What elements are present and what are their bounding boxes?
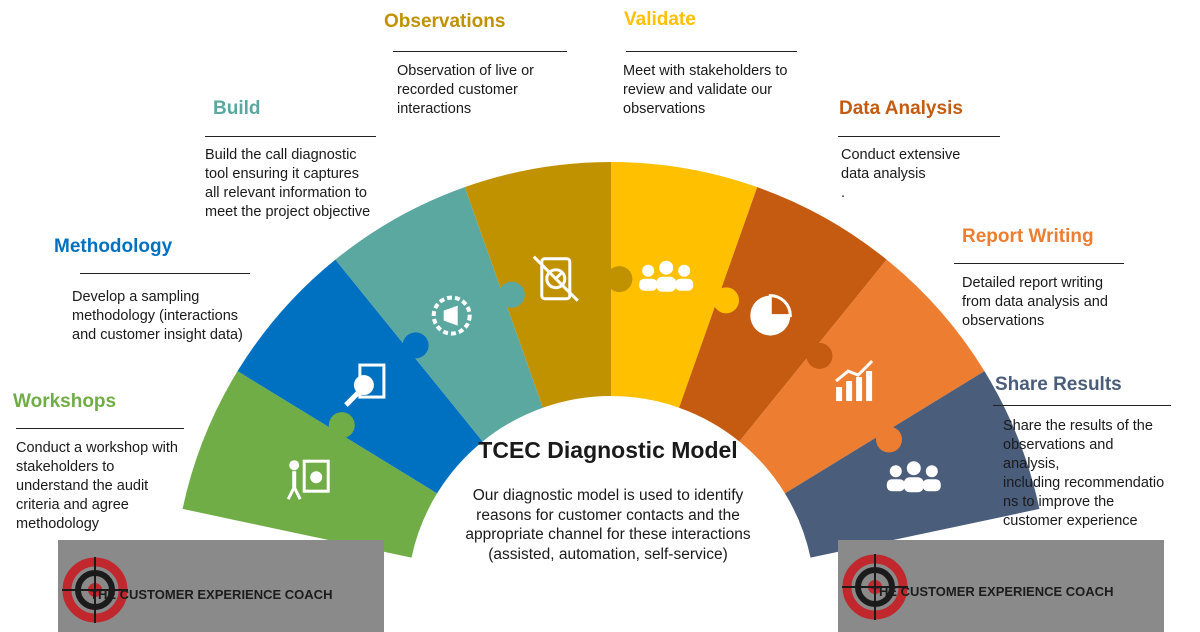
brand-logo-right: [842, 554, 908, 620]
people-icon: [886, 461, 941, 493]
step-title-methodology: Methodology: [54, 236, 173, 257]
puzzle-tab-observations: [606, 266, 633, 293]
step-rule-observations: [393, 51, 567, 52]
puzzle-tab-methodology: [402, 332, 429, 359]
puzzle-tab-build: [498, 281, 525, 308]
step-title-workshops: Workshops: [13, 391, 117, 412]
puzzle-piece-observations: [464, 162, 611, 408]
document-search-icon: [344, 363, 386, 407]
center-description: Our diagnostic model is used to identify…: [465, 487, 751, 563]
step-title-share-results: Share Results: [995, 374, 1122, 395]
brand-label-left: THE CUSTOMER EXPERIENCE COACH: [90, 587, 333, 602]
pie-chart-icon: [750, 294, 792, 336]
bar-chart-trend-icon: [835, 359, 874, 402]
step-rule-workshops: [16, 428, 184, 429]
step-desc-workshops: Conduct a workshop with stakeholders to …: [16, 440, 178, 532]
step-title-data-analysis: Data Analysis: [839, 98, 963, 119]
step-title-observations: Observations: [384, 11, 506, 32]
tablet-gauge-icon: [532, 255, 579, 302]
puzzle-piece-report-writing: [739, 259, 985, 494]
brand-label-right: THE CUSTOMER EXPERIENCE COACH: [871, 584, 1114, 599]
people-group-icon: [639, 260, 694, 292]
brand-logo-left: [62, 557, 128, 623]
step-desc-report-writing: Detailed report writing from data analys…: [962, 275, 1108, 329]
gear-megaphone-icon: [431, 295, 472, 336]
center-title: TCEC Diagnostic Model: [478, 437, 738, 463]
puzzle-tab-validate: [713, 287, 740, 314]
puzzle-piece-workshops: [182, 371, 438, 558]
presentation-icon: [286, 459, 330, 500]
step-desc-data-analysis: Conduct extensive data analysis .: [841, 147, 961, 201]
step-rule-report-writing: [954, 263, 1124, 264]
step-rule-data-analysis: [838, 136, 1000, 137]
step-rule-build: [205, 136, 376, 137]
step-rule-share-results: [993, 405, 1171, 406]
step-desc-build: Build the call diagnostic tool ensuring …: [205, 147, 371, 220]
step-title-report-writing: Report Writing: [962, 226, 1094, 247]
puzzle-piece-build: [335, 187, 543, 442]
puzzle-tab-report-writing: [875, 426, 902, 453]
step-desc-observations: Observation of live or recorded customer…: [397, 63, 535, 117]
puzzle-tab-data-analysis: [806, 342, 833, 369]
step-title-validate: Validate: [624, 9, 696, 30]
step-desc-validate: Meet with stakeholders to review and val…: [623, 63, 788, 117]
step-desc-share-results: Share the results of the observations an…: [1003, 418, 1165, 529]
step-rule-methodology: [80, 273, 250, 274]
step-desc-methodology: Develop a sampling methodology (interact…: [72, 289, 243, 343]
step-rule-validate: [626, 51, 797, 52]
step-title-build: Build: [213, 98, 261, 119]
puzzle-tab-workshops: [328, 412, 355, 439]
